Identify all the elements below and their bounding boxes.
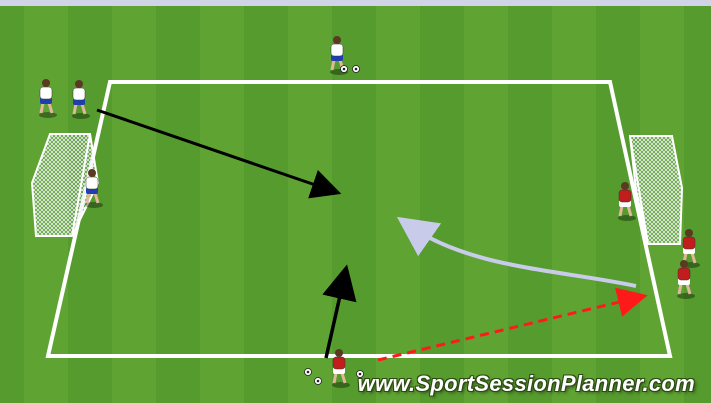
red-player-bottom-center [332,349,350,388]
pitch-boundary [45,80,673,358]
soccer-ball-icon [356,370,364,378]
left-goal-net-icon [30,133,100,237]
white-player-top-left-1 [39,79,57,118]
soccer-ball-icon [304,368,312,376]
grass-stripe [684,6,711,403]
players-layer [39,36,700,388]
watermark-text: www.SportSessionPlanner.com [357,371,695,396]
white-player-top-left-2 [72,80,90,119]
grass-stripe [332,6,376,403]
soccer-ball-icon [352,65,360,73]
right-goal-net-icon [628,135,684,245]
grass-stripe [596,6,640,403]
soccer-ball-icon [340,65,348,73]
grass-stripe [156,6,200,403]
grass-stripe [0,6,24,403]
dribble-arrow [396,216,637,288]
white-player-left-goalkeeper [85,169,103,208]
red-player-right-2 [677,260,695,299]
soccer-ball-icon [314,377,322,385]
top-bar [0,0,711,6]
grass-stripe [244,6,288,403]
red-player-right-goalkeeper [618,182,636,221]
run-arrow-top [96,108,342,199]
run-arrow-bottom [322,264,357,359]
grass-stripe [420,6,464,403]
grass-stripe [508,6,552,403]
